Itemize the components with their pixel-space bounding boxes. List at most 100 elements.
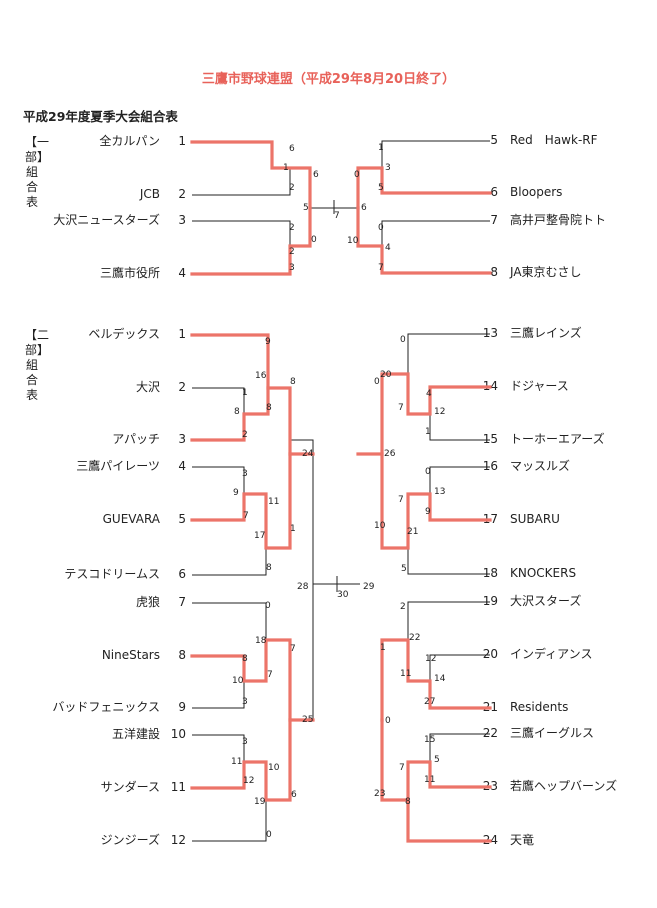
bracket-title: 平成29年度夏季大会組合表	[23, 109, 178, 124]
team-seed: 1	[178, 327, 186, 341]
bracket-line	[192, 220, 291, 246]
team-seed: 9	[178, 700, 186, 714]
team-name: 三鷹イーグルス	[510, 726, 595, 740]
team-seed: 22	[482, 726, 498, 740]
score-label: 3	[242, 697, 248, 707]
team-seed: 11	[170, 780, 186, 794]
score-label: 2	[400, 602, 406, 612]
score-label: 24	[302, 449, 314, 459]
team-seed: 10	[170, 727, 186, 741]
team-seed: 4	[178, 266, 186, 280]
bracket-line	[381, 140, 490, 168]
score-label: 0	[354, 170, 360, 180]
team-seed: 5	[178, 512, 186, 526]
team-name: マッスルズ	[510, 459, 571, 473]
score-label: 3	[242, 469, 248, 479]
team-name: JA東京むさし	[510, 265, 582, 279]
score-label: 10	[347, 236, 359, 246]
team-seed: 2	[178, 380, 186, 394]
score-label: 7	[378, 263, 384, 273]
team-name: 大沢ニュースターズ	[53, 213, 160, 227]
score-label: 0	[400, 335, 406, 345]
bracket-line	[429, 654, 490, 681]
score-label: 10	[232, 676, 244, 686]
page-title: 三鷹市野球連盟（平成29年8月20日終了）	[201, 72, 456, 87]
team-seed: 5	[490, 133, 498, 147]
team-seed: 8	[490, 265, 498, 279]
bracket-line	[192, 548, 267, 576]
winner-line	[356, 206, 492, 275]
score-label: 1	[378, 143, 384, 153]
score-label: 0	[265, 601, 271, 611]
score-label: 20	[380, 370, 392, 380]
team-seed: 4	[178, 459, 186, 473]
team-name: 五洋建設	[111, 727, 160, 741]
score-label: 9	[265, 337, 271, 347]
team-name: 三鷹市役所	[99, 266, 160, 280]
score-label: 19	[254, 797, 266, 807]
team-seed: 6	[490, 185, 498, 199]
bracket-line	[310, 200, 335, 214]
score-label: 1	[242, 388, 248, 398]
bracket-line	[290, 439, 314, 721]
winner-line	[190, 140, 312, 210]
bracket-line	[192, 681, 245, 709]
bracket-line	[192, 800, 267, 842]
winner-line	[190, 386, 270, 442]
team-name: SUBARU	[510, 512, 560, 526]
winner-line	[380, 452, 492, 550]
score-label: 10	[374, 521, 386, 531]
score-label: 18	[255, 636, 267, 646]
score-label: 17	[254, 531, 265, 541]
winner-line	[190, 333, 315, 456]
bracket-line	[192, 387, 245, 414]
score-label: 2	[289, 247, 295, 257]
score-label: 9	[425, 507, 431, 517]
winner-line	[380, 718, 492, 802]
bracket-line	[429, 733, 490, 762]
score-label: 8	[266, 403, 272, 413]
score-label: 6	[289, 144, 295, 154]
score-label: 7	[267, 670, 273, 680]
score-label: 22	[409, 633, 420, 643]
winner-line	[190, 452, 292, 550]
bracket-line	[429, 414, 490, 441]
team-seed: 18	[482, 566, 498, 580]
score-label: 4	[426, 389, 432, 399]
bracket-line	[192, 734, 245, 762]
score-label: 1	[425, 427, 431, 437]
team-seed: 6	[178, 567, 186, 581]
score-label: 28	[297, 582, 309, 592]
score-label: 0	[266, 830, 272, 840]
score-label: 8	[405, 797, 411, 807]
bracket-line	[407, 548, 490, 575]
score-label: 7	[399, 763, 405, 773]
winner-line	[190, 638, 315, 722]
score-label: 5	[401, 564, 407, 574]
team-name: GUEVARA	[102, 512, 160, 526]
score-label: 16	[255, 371, 267, 381]
score-label: 5	[434, 755, 440, 765]
score-label: 14	[434, 674, 446, 684]
score-label: 26	[384, 449, 396, 459]
score-label: 7	[290, 644, 296, 654]
score-label: 11	[400, 669, 411, 679]
team-name: バッドフェニックス	[52, 700, 160, 714]
team-name: 天竜	[510, 833, 535, 847]
score-label: 1	[290, 524, 296, 534]
team-seed: 20	[482, 647, 498, 661]
team-name: 大沢	[135, 380, 160, 394]
winner-line	[380, 638, 492, 722]
team-seed: 13	[482, 326, 498, 340]
score-label: 4	[385, 243, 391, 253]
team-name: 三鷹レインズ	[510, 326, 582, 340]
score-label: 12	[434, 407, 445, 417]
team-seed: 3	[178, 213, 186, 227]
score-label: 25	[302, 715, 313, 725]
score-label: 2	[289, 183, 295, 193]
team-name: 三鷹パイレーツ	[76, 459, 160, 473]
score-label: 30	[337, 590, 349, 600]
score-label: 3	[242, 737, 248, 747]
team-name: テスコドリームス	[64, 567, 160, 581]
